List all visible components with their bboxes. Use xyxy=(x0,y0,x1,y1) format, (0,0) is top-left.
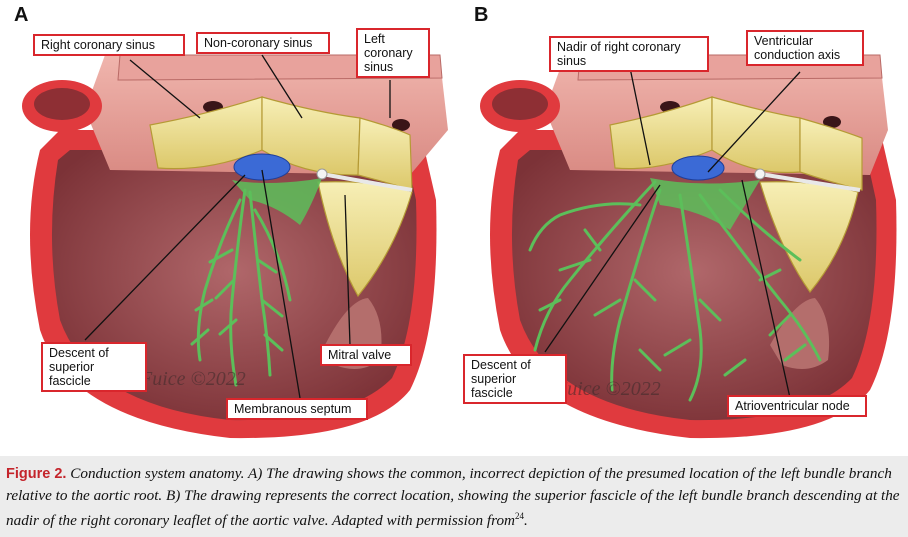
panel-a-pointers xyxy=(84,54,391,399)
caption-end: . xyxy=(524,512,528,530)
panel-b-pulmonary-inner xyxy=(492,88,548,120)
label-membranous-septum: Membranous septum xyxy=(226,398,368,420)
panel-a-probe-tip xyxy=(316,168,328,180)
signatures: Fuice ©2022 Fuice ©2022 xyxy=(139,368,661,400)
panel-a-signature: Fuice ©2022 xyxy=(139,368,246,390)
panel-b-signature: Fuice ©2022 xyxy=(554,378,661,400)
panel-a-conduction-bundle xyxy=(232,178,322,225)
caption-reference: 24 xyxy=(515,511,525,521)
label-non-coronary-sinus: Non-coronary sinus xyxy=(196,32,330,54)
panel-b-probe-tip xyxy=(754,168,766,180)
panel-b-probe xyxy=(759,172,861,192)
label-mitral-valve: Mitral valve xyxy=(320,344,412,366)
panel-a-letter: A xyxy=(14,4,29,26)
label-right-coronary-sinus: Right coronary sinus xyxy=(33,34,185,56)
panel-a-coronary-ostium-left xyxy=(392,119,410,131)
label-b-descent-superior-fascicle: Descent of superior fascicle xyxy=(463,354,567,404)
panel-a-probe xyxy=(321,172,413,192)
panel-a-pulmonary-inner xyxy=(34,88,90,120)
label-nadir-right-coronary-sinus: Nadir of right coronary sinus xyxy=(549,36,709,72)
caption-text: Conduction system anatomy. A) The drawin… xyxy=(6,465,900,530)
panel-a-membranous-septum xyxy=(233,153,291,181)
label-a-descent-superior-fascicle: Descent of superior fascicle xyxy=(41,342,147,392)
label-atrioventricular-node: Atrioventricular node xyxy=(727,395,867,417)
label-ventricular-conduction-axis: Ventricular conduction axis xyxy=(746,30,864,66)
panel-b-pointers xyxy=(544,57,801,399)
panel-b-leaflet-left xyxy=(799,117,863,191)
figure-label: Figure 2. xyxy=(6,466,67,482)
label-left-coronary-sinus: Left coronary sinus xyxy=(356,28,430,78)
panel-b-conduction-branches xyxy=(528,180,822,402)
panel-b-heart xyxy=(480,54,897,439)
panel-b-letter: B xyxy=(474,4,489,26)
panel-b-membranous-septum xyxy=(671,155,725,181)
panel-b-coronary-ostium-left xyxy=(823,116,841,128)
figure-caption: Figure 2. Conduction system anatomy. A) … xyxy=(0,456,908,537)
